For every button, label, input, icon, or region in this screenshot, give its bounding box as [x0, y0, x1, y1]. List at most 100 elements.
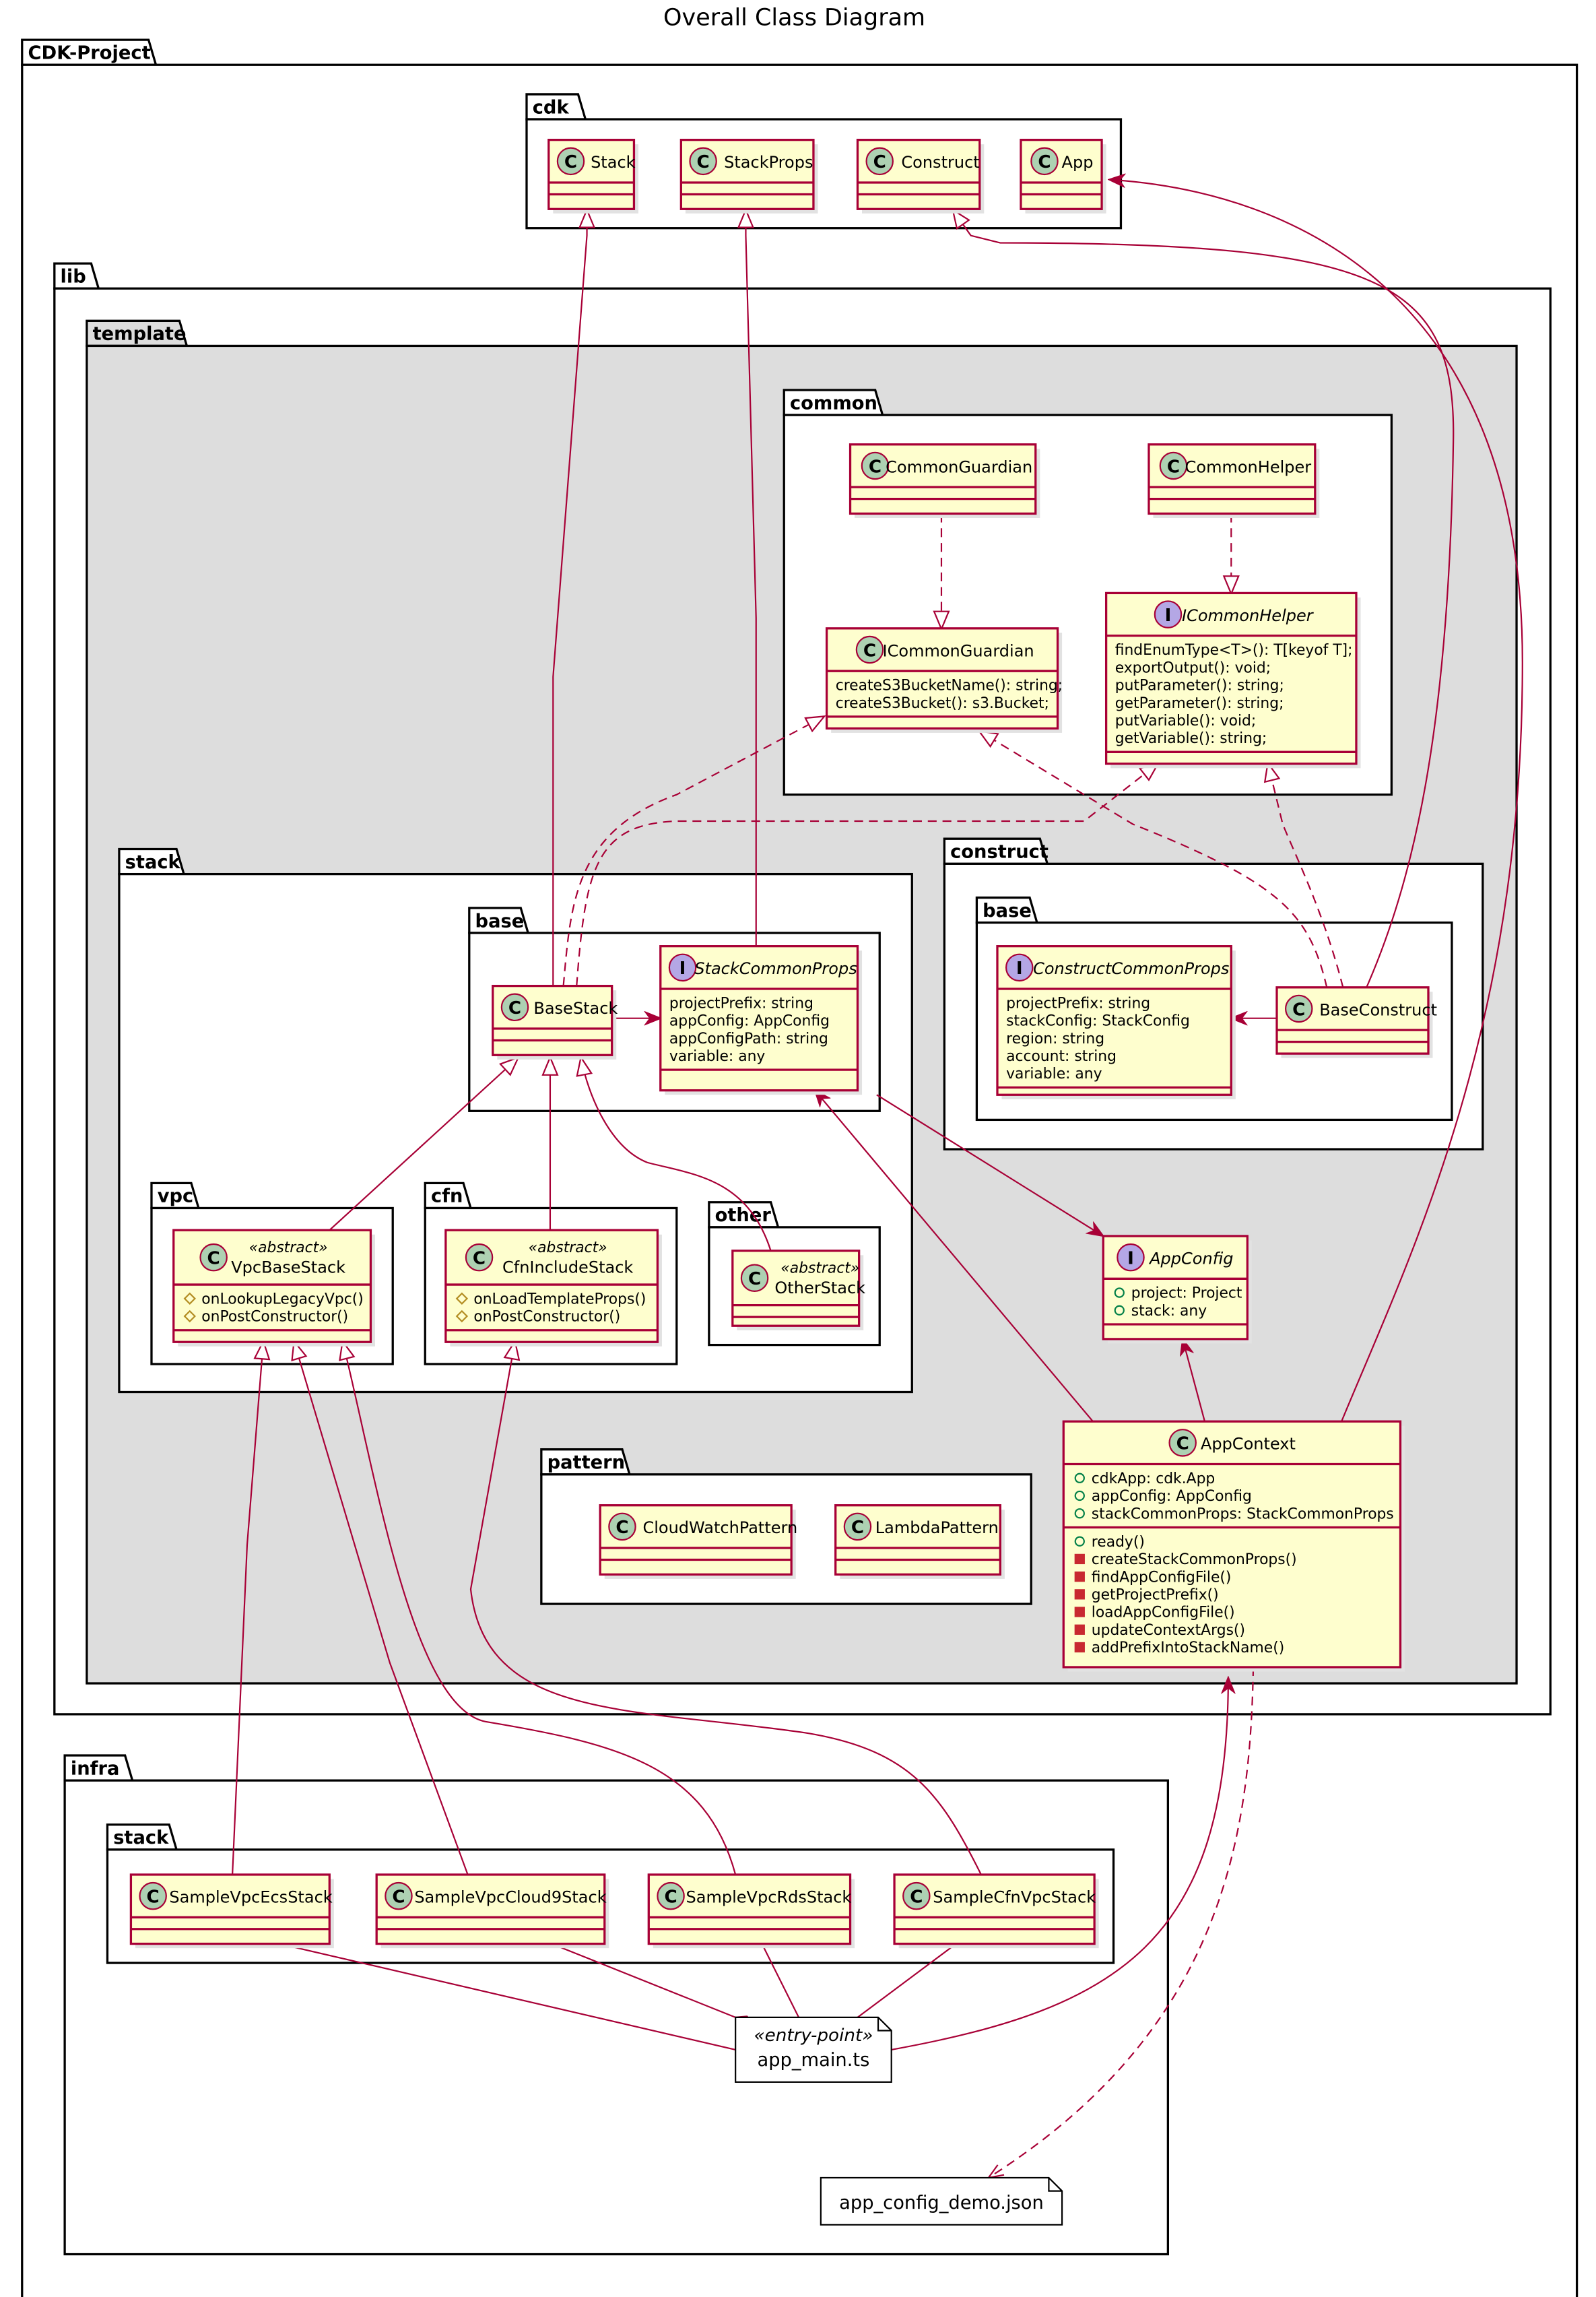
class-name: StackProps	[724, 153, 813, 172]
class-name: BaseConstruct	[1319, 1000, 1437, 1019]
package-label: vpc	[158, 1186, 194, 1207]
class-member: appConfig: AppConfig	[669, 1013, 830, 1030]
class-member: onLoadTemplateProps()	[473, 1291, 646, 1307]
class-construct: C Construct	[856, 139, 985, 214]
private-visibility-icon	[1074, 1642, 1085, 1653]
class-icon	[855, 635, 884, 664]
edge-appcontext-depends-appconfigdemo	[989, 1667, 1255, 2178]
private-visibility-icon	[1074, 1571, 1085, 1582]
class-member: loadAppConfigFile()	[1092, 1605, 1235, 1621]
class-member: appConfigPath: string	[669, 1031, 828, 1047]
class-member: onLookupLegacyVpc()	[201, 1291, 364, 1307]
class-name: ConstructCommonProps	[1033, 959, 1230, 978]
class-member: putParameter(): string;	[1115, 678, 1284, 694]
class-member: variable: any	[1006, 1066, 1102, 1082]
class-icon	[861, 451, 890, 480]
package-label: stack	[113, 1827, 169, 1848]
class-icon	[689, 147, 717, 176]
class-icon	[556, 147, 585, 176]
class-icon	[385, 1881, 413, 1910]
class-icon	[843, 1512, 872, 1541]
class-name: SampleCfnVpcStack	[933, 1887, 1096, 1906]
class-member: appConfig: AppConfig	[1092, 1488, 1252, 1505]
class-name: OtherStack	[774, 1279, 865, 1297]
edge-samplevpcrds-extends-vpcbasestack	[343, 1342, 737, 1875]
class-box	[893, 1873, 1096, 1945]
class-member: createStackCommonProps()	[1092, 1551, 1297, 1568]
class-box	[444, 1229, 659, 1343]
protected-visibility-icon	[183, 1309, 196, 1323]
class-member: updateContextArgs()	[1092, 1622, 1245, 1639]
class-member: getProjectPrefix()	[1092, 1586, 1219, 1603]
stereotype-letter: C	[616, 1518, 628, 1538]
interface-icon	[668, 953, 697, 982]
class-box	[129, 1873, 331, 1945]
stereotype-letter: C	[508, 998, 521, 1018]
class-member: findEnumType<T>(): T[keyof T];	[1115, 642, 1353, 659]
edge-appmain-composes-samplevpccloud9	[551, 1943, 735, 2017]
class-icon	[465, 1243, 494, 1272]
class-name: BaseStack	[533, 999, 618, 1018]
stereotype-letter: C	[863, 641, 876, 661]
private-visibility-icon	[1074, 1589, 1085, 1600]
stereotype-letter: C	[1176, 1434, 1189, 1454]
private-visibility-icon	[1074, 1553, 1085, 1565]
public-visibility-icon	[1074, 1508, 1085, 1519]
note-app-main: «entry-point»app_main.ts	[735, 2016, 892, 2083]
note-app-config-demo: app_config_demo.json	[820, 2176, 1063, 2226]
note-shape	[735, 2016, 892, 2083]
class-member: account: string	[1006, 1048, 1117, 1065]
class-icon	[1168, 1429, 1197, 1457]
class-member: findAppConfigFile()	[1092, 1569, 1232, 1586]
edge-appmain-composes-samplevpcecs	[279, 1943, 735, 2050]
class-other-stack: C«abstract»OtherStack	[731, 1250, 865, 1330]
class-name: StackCommonProps	[694, 959, 857, 978]
class-member: ready()	[1092, 1534, 1145, 1551]
stereotype-letter: C	[147, 1887, 160, 1907]
package-label: other	[715, 1205, 772, 1226]
public-visibility-icon	[1114, 1287, 1125, 1298]
class-icon	[657, 1881, 685, 1910]
class-member: onPostConstructor()	[201, 1309, 348, 1326]
class-member: cdkApp: cdk.App	[1092, 1470, 1216, 1487]
package-label: stack	[125, 852, 181, 873]
stereotype-letter: C	[910, 1887, 923, 1907]
note-fold-icon	[877, 2017, 892, 2032]
class-name: SampleVpcRdsStack	[686, 1887, 851, 1906]
stereotype-letter: C	[748, 1269, 761, 1289]
class-vpc-base-stack: C«abstract»VpcBaseStackonLookupLegacyVpc…	[172, 1229, 376, 1347]
edge-samplevpccloud9-extends-vpcbasestack	[294, 1342, 469, 1875]
class-box	[1062, 1420, 1402, 1669]
class-name: ICommonHelper	[1182, 606, 1315, 625]
edge-samplevpcecs-extends-vpcbasestack	[232, 1342, 263, 1875]
class-name: Construct	[901, 153, 979, 172]
class-icon	[740, 1264, 769, 1292]
class-name: Stack	[591, 153, 636, 172]
stereotype-letter: C	[392, 1887, 405, 1907]
stereotype-letter: C	[851, 1518, 864, 1538]
stereotype-letter: C	[873, 152, 886, 172]
diagram-title: Overall Class Diagram	[663, 4, 925, 31]
package-label: base	[983, 901, 1032, 921]
edge-basestack-implements-icommonhelper	[576, 764, 1158, 986]
class-box	[1020, 139, 1103, 210]
stereotype-letter: C	[207, 1248, 220, 1268]
interface-icon	[1005, 953, 1034, 982]
class-name: CommonHelper	[1185, 457, 1312, 476]
class-name: ICommonGuardian	[883, 641, 1034, 660]
class-box	[375, 1873, 606, 1945]
class-member: exportOutput(): void;	[1115, 659, 1271, 676]
note-text: app_config_demo.json	[839, 2193, 1044, 2213]
